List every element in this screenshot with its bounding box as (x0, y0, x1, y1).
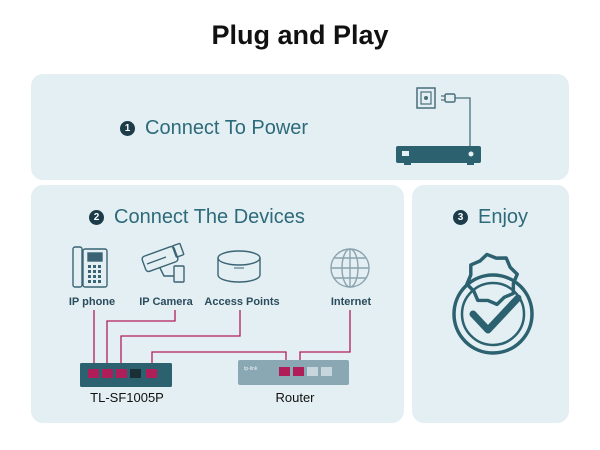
ip-phone-label: IP phone (68, 296, 116, 308)
step-3-label: Enjoy (478, 206, 529, 228)
checkmark-seal-icon (452, 252, 534, 355)
ethernet-cables (93, 310, 351, 368)
enjoy-panel (412, 185, 569, 423)
step-2-heading: 2 Connect The Devices (89, 206, 305, 229)
step-1-heading: 1 Connect To Power (120, 117, 308, 140)
access-points-label: Access Points (204, 296, 280, 308)
power-device-icon (396, 146, 481, 165)
internet-globe-icon (330, 248, 370, 288)
step-1-number-badge: 1 (120, 121, 135, 136)
ip-camera-icon (141, 242, 185, 283)
ip-phone-icon (72, 246, 108, 288)
switch-device (80, 363, 172, 387)
ip-camera-label: IP Camera (139, 296, 193, 308)
internet-label: Internet (330, 296, 372, 308)
step-1-label: Connect To Power (145, 117, 309, 139)
power-outlet-icon (416, 87, 436, 109)
step-3-heading: 3 Enjoy (453, 206, 528, 229)
page-title: Plug and Play (211, 20, 389, 50)
power-cable (455, 97, 471, 148)
router-brand-mark: tp-link (244, 366, 258, 372)
router-label: Router (275, 390, 315, 405)
switch-ports (88, 369, 157, 378)
switch-model-label: TL-SF1005P (90, 390, 164, 405)
step-2-label: Connect The Devices (114, 206, 305, 228)
step-2-number-badge: 2 (89, 210, 104, 225)
router-device: tp-link (238, 360, 349, 385)
step-3-number-badge: 3 (453, 210, 468, 225)
access-point-icon (217, 250, 261, 283)
power-plug-icon (441, 93, 456, 103)
